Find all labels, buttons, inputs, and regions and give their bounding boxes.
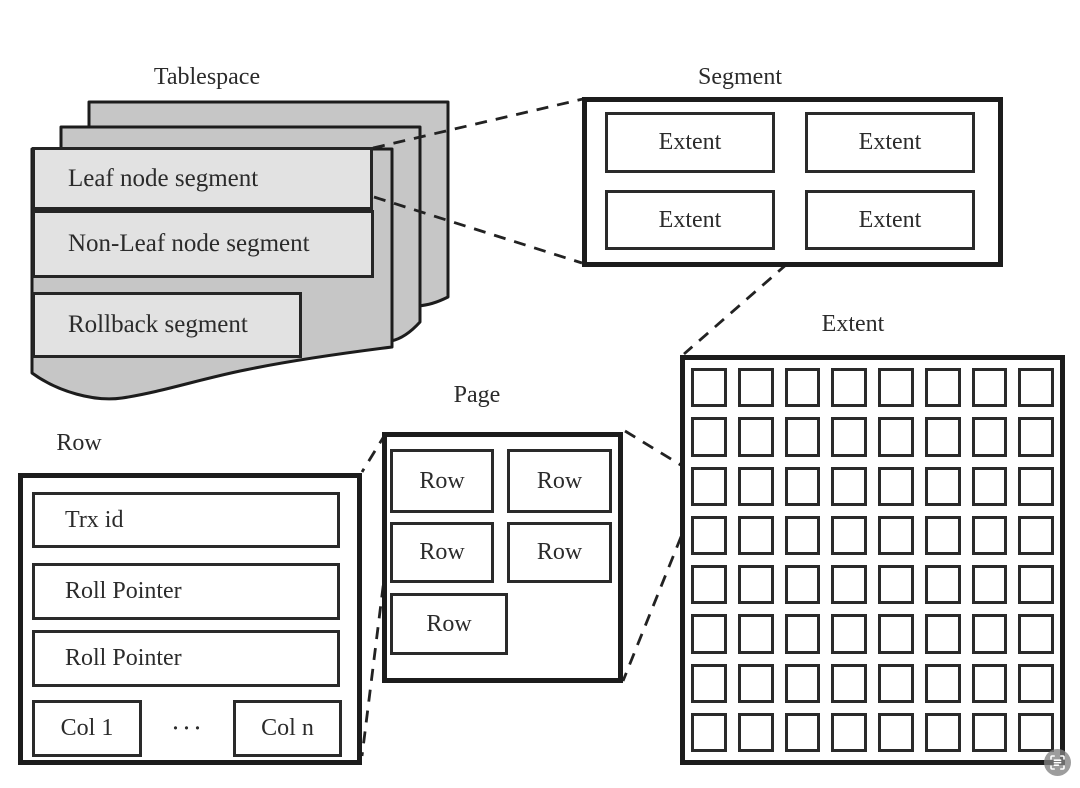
extent-title: Extent <box>821 311 885 337</box>
extent-page-cell <box>1018 712 1054 752</box>
page-row-box: Row <box>390 449 494 513</box>
extent-page-cell <box>831 614 867 654</box>
extent-page-cell <box>784 712 821 752</box>
extent-page-cell <box>1018 466 1054 506</box>
page-box: Row Row Row Row Row <box>382 432 623 683</box>
row-title: Row <box>56 430 102 456</box>
extent-page-cell <box>784 368 821 408</box>
extent-page-cell <box>737 417 774 457</box>
extent-grid <box>685 360 1060 760</box>
extent-page-cell <box>971 466 1008 506</box>
extent-page-cell <box>737 565 774 605</box>
extent-page-cell <box>691 663 727 703</box>
row-field-roll-pointer: Roll Pointer <box>32 630 340 687</box>
extent-page-cell <box>1018 515 1054 555</box>
page-title: Page <box>453 382 501 408</box>
tablespace-bar-rollback-segment: Rollback segment <box>32 292 302 358</box>
extent-page-cell <box>691 515 727 555</box>
extent-page-cell <box>971 515 1008 555</box>
extent-page-cell <box>971 417 1008 457</box>
connector-extent-page-bottom <box>621 516 691 682</box>
extent-page-cell <box>878 614 914 654</box>
extent-page-cell <box>878 466 914 506</box>
extent-page-cell <box>691 712 727 752</box>
extent-page-cell <box>924 663 961 703</box>
extent-page-cell <box>784 515 821 555</box>
connector-tablespace-segment-top <box>372 97 584 150</box>
extent-page-cell <box>831 368 867 408</box>
page-row-box: Row <box>390 522 494 583</box>
extent-page-cell <box>924 466 961 506</box>
row-col-last: Col n <box>233 700 342 757</box>
scan-text-icon <box>1050 755 1065 770</box>
extent-page-cell <box>924 368 961 408</box>
segment-extent-box: Extent <box>605 112 775 173</box>
extent-page-cell <box>924 712 961 752</box>
extent-page-cell <box>971 663 1008 703</box>
tablespace-bar-leaf-node-segment: Leaf node segment <box>32 147 373 210</box>
extent-page-cell <box>878 565 914 605</box>
extent-page-cell <box>878 663 914 703</box>
extent-page-cell <box>831 417 867 457</box>
page-row-box: Row <box>507 522 612 583</box>
segment-title: Segment <box>698 64 782 90</box>
page-row-box: Row <box>390 593 508 655</box>
extent-page-cell <box>831 663 867 703</box>
extent-page-cell <box>784 663 821 703</box>
extent-page-cell <box>691 614 727 654</box>
extent-box <box>680 355 1065 765</box>
extent-page-cell <box>691 466 727 506</box>
segment-extent-box: Extent <box>805 112 975 173</box>
extent-page-cell <box>878 515 914 555</box>
extent-page-cell <box>784 466 821 506</box>
extent-page-cell <box>924 565 961 605</box>
tablespace-bar-nonleaf-node-segment: Non-Leaf node segment <box>32 210 374 278</box>
extent-page-cell <box>1018 368 1054 408</box>
extent-page-cell <box>878 417 914 457</box>
row-field-roll-pointer: Roll Pointer <box>32 563 340 620</box>
connector-page-row-bottom <box>360 522 393 757</box>
extent-page-cell <box>971 565 1008 605</box>
row-col-first: Col 1 <box>32 700 142 757</box>
extent-page-cell <box>831 515 867 555</box>
extent-page-cell <box>831 565 867 605</box>
extent-page-cell <box>737 614 774 654</box>
extent-page-cell <box>784 565 821 605</box>
extent-page-cell <box>831 712 867 752</box>
extent-page-cell <box>691 417 727 457</box>
row-box: Trx id Roll Pointer Roll Pointer Col 1 ·… <box>18 473 362 765</box>
extent-page-cell <box>737 712 774 752</box>
page-row-box: Row <box>507 449 612 513</box>
extent-page-cell <box>737 466 774 506</box>
extent-page-cell <box>924 417 961 457</box>
extent-page-cell <box>691 565 727 605</box>
extent-page-cell <box>737 515 774 555</box>
extent-page-cell <box>971 712 1008 752</box>
extent-page-cell <box>878 368 914 408</box>
tablespace-title: Tablespace <box>153 64 261 90</box>
segment-extent-box: Extent <box>605 190 775 250</box>
row-field-trx-id: Trx id <box>32 492 340 548</box>
extent-page-cell <box>784 614 821 654</box>
extent-page-cell <box>971 614 1008 654</box>
extent-page-cell <box>784 417 821 457</box>
extent-page-cell <box>971 368 1008 408</box>
extent-page-cell <box>924 614 961 654</box>
extent-page-cell <box>831 466 867 506</box>
extent-page-cell <box>1018 417 1054 457</box>
extent-page-cell <box>1018 663 1054 703</box>
extent-page-cell <box>924 515 961 555</box>
watermark-button[interactable] <box>1044 749 1071 776</box>
extent-page-cell <box>691 368 727 408</box>
connector-tablespace-segment-bottom <box>373 195 583 265</box>
segment-box: Extent Extent Extent Extent <box>582 97 1003 267</box>
extent-page-cell <box>878 712 914 752</box>
extent-page-cell <box>737 368 774 408</box>
segment-extent-box: Extent <box>805 190 975 250</box>
extent-page-cell <box>1018 565 1054 605</box>
connector-segment-extent <box>683 248 804 356</box>
row-col-ellipsis: ··· <box>171 713 204 743</box>
extent-page-cell <box>737 663 774 703</box>
extent-page-cell <box>1018 614 1054 654</box>
